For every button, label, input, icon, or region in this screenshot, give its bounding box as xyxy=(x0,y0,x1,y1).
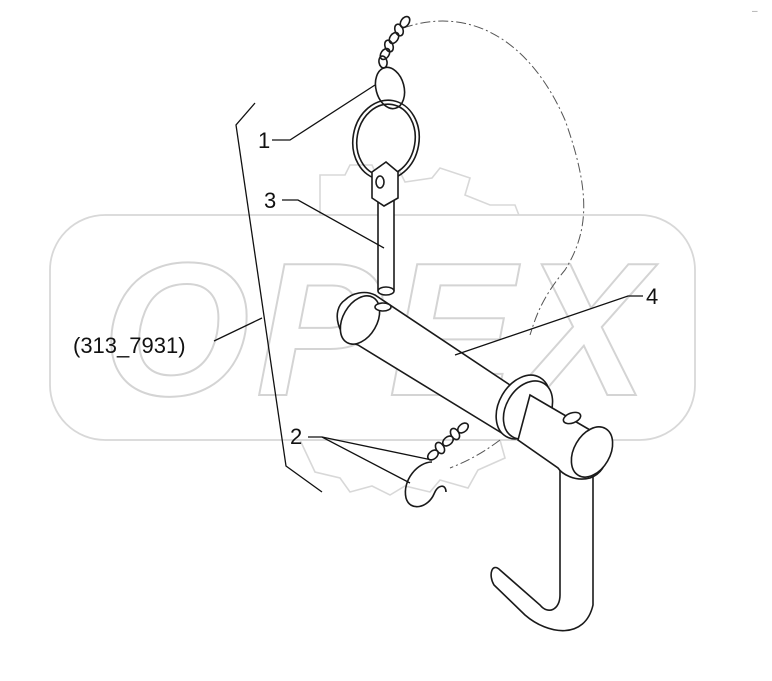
chain-links-bottom xyxy=(426,422,470,461)
small-ring xyxy=(374,66,406,110)
pin-head-face xyxy=(570,426,614,478)
leader-4 xyxy=(454,295,643,356)
assembly-path-dashdot xyxy=(402,20,585,336)
pin-head xyxy=(371,160,399,207)
callout-3: 3 xyxy=(264,188,276,213)
pin-handle xyxy=(490,454,594,632)
reference-code: (313_7931) xyxy=(73,333,186,358)
leader-3 xyxy=(282,199,385,249)
pin-cross-hole xyxy=(562,411,582,425)
watermark-gear-bottom xyxy=(298,439,506,496)
callout-1: 1 xyxy=(258,128,270,153)
part-4-hitch-pin xyxy=(336,291,614,632)
pin-hole-top xyxy=(374,302,392,312)
reference-leader xyxy=(213,317,263,342)
callout-4: 4 xyxy=(646,284,658,309)
pin-body-end xyxy=(339,295,381,345)
chain-links-top xyxy=(378,15,411,69)
pin-head-hole xyxy=(375,175,385,189)
part-2-spring-clip xyxy=(404,422,470,508)
leader-1 xyxy=(272,84,376,141)
spring-clip-wire xyxy=(404,461,447,508)
part-3-linch-pin xyxy=(371,160,399,296)
pin-tip xyxy=(377,286,395,296)
part-1-chain-ring xyxy=(351,15,421,181)
corner-mark: – xyxy=(752,6,758,17)
callout-2: 2 xyxy=(290,424,302,449)
assembly-path-dashdot-lower xyxy=(449,439,501,469)
leader-lines xyxy=(272,84,643,484)
leader-2b xyxy=(321,436,433,461)
assembly-bracket xyxy=(235,102,323,493)
